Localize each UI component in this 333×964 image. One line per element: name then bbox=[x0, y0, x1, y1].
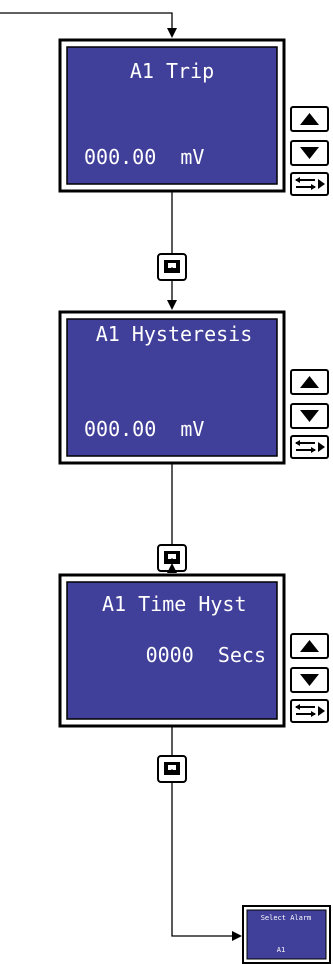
screen-value: 000.00 mV bbox=[84, 145, 204, 169]
screen-3-buttons[interactable] bbox=[290, 633, 329, 723]
return-icon bbox=[164, 551, 180, 564]
screen-title: Select Alarm bbox=[261, 914, 312, 922]
up-button[interactable] bbox=[290, 369, 329, 395]
scroll-button[interactable] bbox=[157, 755, 187, 783]
down-button[interactable] bbox=[290, 403, 329, 429]
down-button[interactable] bbox=[290, 140, 329, 166]
down-arrow-icon bbox=[300, 674, 319, 686]
enter-icon bbox=[295, 177, 325, 190]
screen-title: A1 Hysteresis bbox=[96, 322, 253, 346]
entry-flow-line bbox=[0, 12, 177, 38]
enter-icon bbox=[295, 440, 325, 453]
up-arrow-icon bbox=[300, 640, 319, 652]
up-arrow-icon bbox=[300, 113, 319, 125]
return-icon bbox=[164, 762, 180, 775]
screen-a1-hysteresis: A1 Hysteresis 000.00 mV bbox=[58, 310, 286, 465]
exit-flow-line bbox=[171, 782, 242, 941]
screen-value: 000.00 mV bbox=[84, 417, 204, 441]
up-button[interactable] bbox=[290, 633, 329, 659]
screen-select-alarm: Select Alarm A1 bbox=[242, 905, 331, 964]
screen-value: A1 bbox=[277, 946, 285, 954]
screen-title: A1 Time Hyst bbox=[102, 592, 247, 616]
scroll-button[interactable] bbox=[157, 544, 187, 572]
screen-value: 0000 Secs bbox=[146, 643, 266, 667]
enter-button[interactable] bbox=[290, 172, 329, 196]
return-icon bbox=[164, 260, 180, 273]
scroll-button[interactable] bbox=[157, 253, 187, 281]
screen-title: A1 Trip bbox=[130, 59, 214, 83]
enter-button[interactable] bbox=[290, 435, 329, 459]
up-arrow-icon bbox=[300, 376, 319, 388]
down-arrow-icon bbox=[300, 410, 319, 422]
screen-2-buttons[interactable] bbox=[290, 369, 329, 459]
screen-a1-time-hyst: A1 Time Hyst 0000 Secs bbox=[58, 573, 286, 728]
enter-icon bbox=[295, 704, 325, 717]
enter-button[interactable] bbox=[290, 699, 329, 723]
screen-a1-trip: A1 Trip 000.00 mV bbox=[58, 38, 286, 193]
screen-1-buttons[interactable] bbox=[290, 106, 329, 196]
down-arrow-icon bbox=[300, 147, 319, 159]
up-button[interactable] bbox=[290, 106, 329, 132]
down-button[interactable] bbox=[290, 667, 329, 693]
